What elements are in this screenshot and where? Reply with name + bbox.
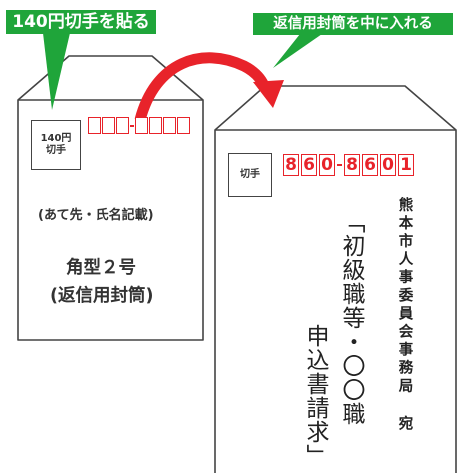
stamp-instruction-label: 140円切手を貼る bbox=[6, 10, 156, 34]
postal-box bbox=[116, 117, 129, 134]
stamp-word-text: 切手 bbox=[240, 168, 260, 180]
postal-digit: 6 bbox=[362, 154, 378, 176]
postal-dash bbox=[130, 125, 134, 127]
postal-box bbox=[102, 117, 115, 134]
outer-envelope-postal-code: 8 6 0 8 6 0 1 bbox=[283, 154, 416, 176]
postal-digit: 6 bbox=[301, 154, 317, 176]
postal-box bbox=[135, 117, 148, 134]
postal-box bbox=[177, 117, 190, 134]
envelope-type: 角型２号 bbox=[66, 258, 136, 278]
postal-digit: 1 bbox=[398, 154, 414, 176]
postal-digit: 8 bbox=[283, 154, 299, 176]
postal-box bbox=[149, 117, 162, 134]
postal-dash bbox=[337, 164, 342, 166]
return-envelope-stamp-box: 140円 切手 bbox=[31, 120, 81, 170]
postal-digit: 0 bbox=[319, 154, 335, 176]
recipient-address: 熊本市人事委員会事務局 宛 bbox=[396, 197, 413, 434]
request-title-line2: 申込書請求」 bbox=[302, 324, 328, 468]
postal-digit: 8 bbox=[344, 154, 360, 176]
outer-envelope bbox=[214, 85, 457, 473]
address-note: (あて先・氏名記載) bbox=[38, 208, 154, 223]
postal-digit: 0 bbox=[380, 154, 396, 176]
return-envelope-postal-code bbox=[88, 117, 191, 134]
insert-label-pointer bbox=[273, 34, 322, 68]
stamp-word-text: 切手 bbox=[46, 145, 66, 156]
insert-instruction-label: 返信用封筒を中に入れる bbox=[253, 13, 453, 35]
stamp-amount-text: 140円 bbox=[40, 132, 72, 144]
outer-envelope-stamp-box: 切手 bbox=[228, 153, 272, 197]
request-title-line1: 「初級職等・〇〇職 bbox=[338, 210, 364, 426]
curved-arrow-icon bbox=[134, 52, 284, 122]
stamp-label-pointer bbox=[43, 33, 70, 110]
postal-box bbox=[163, 117, 176, 134]
outer-envelope-body bbox=[214, 85, 457, 473]
postal-box bbox=[88, 117, 101, 134]
envelope-subtitle: (返信用封筒) bbox=[50, 286, 154, 306]
